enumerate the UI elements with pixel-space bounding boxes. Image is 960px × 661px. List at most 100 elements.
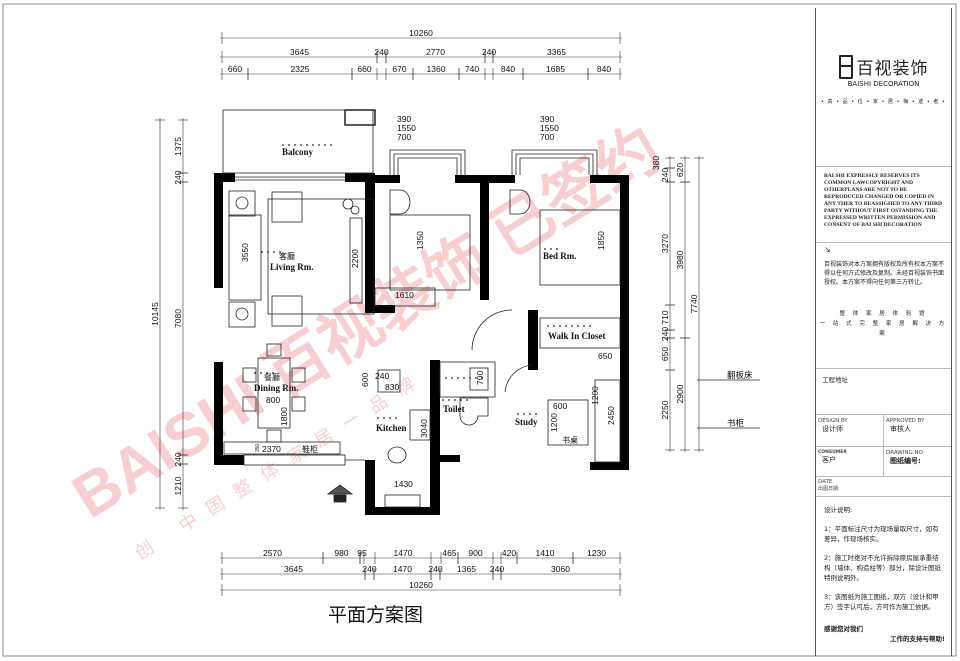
approved-by-value: 审核人 (890, 425, 911, 433)
room-marker-dot (383, 417, 385, 419)
dim-right-1-label: 3270 (660, 234, 670, 253)
room-label-living: Living Rm. (270, 262, 314, 272)
svg-text:1200: 1200 (590, 386, 600, 405)
room-marker-dot (547, 325, 549, 327)
design-by-label: DESIGN BY (818, 418, 848, 424)
room-label-balcony: Balcony (282, 147, 314, 157)
svg-text:600: 600 (360, 373, 370, 387)
approved-by-label: APPROVED BY (886, 418, 925, 424)
motto-1: 整 体 家 居 体 验 馆 (839, 311, 928, 317)
dim-bottom-row2-label: 3060 (551, 564, 570, 574)
dim-bottom-row2-label: 1365 (457, 564, 476, 574)
drawing-no-value: 图纸编号: (890, 457, 921, 465)
room-marker-dot (523, 413, 525, 415)
dim-bottom-row1-label: 2570 (263, 548, 282, 558)
dim-left-label: 1375 (173, 137, 183, 156)
dim-bottom-row2-label: 240 (490, 564, 504, 574)
brand-name-cn: 百视装饰 (856, 59, 929, 79)
dim-top-row2-label: 3645 (290, 47, 309, 57)
right-notes: 翻板床 书柜 (727, 370, 753, 428)
dim-top-row2-label: 240 (482, 47, 496, 57)
brand-section: 百视装饰 BAISHI DECORATION • 高 • 品 • 位 • 家 •… (816, 54, 951, 167)
svg-text:1550: 1550 (397, 123, 416, 133)
svg-text:1200: 1200 (549, 413, 559, 432)
brand-slogan: • 高 • 品 • 位 • 家 • 居 • 梅 • 迹 • 者 • (821, 99, 946, 105)
dim-bottom-row2-label: 240 (428, 564, 442, 574)
consumer-value: 客户 (822, 456, 836, 464)
thanks-line-1: 感谢您对我们 (824, 625, 863, 633)
svg-text:700: 700 (397, 132, 411, 142)
notes-title: 设计说明: (824, 506, 853, 514)
svg-text:2370: 2370 (262, 444, 281, 454)
room-label-bedroom: Bed Rm. (543, 251, 577, 261)
room-label-living-cn: 客廳 (279, 251, 295, 261)
dim-top-row3-label: 670 (392, 64, 406, 74)
dim-top-row3-label: 2325 (291, 64, 310, 74)
room-marker-dot (460, 399, 462, 401)
svg-text:1610: 1610 (395, 290, 414, 300)
dim-right-1-label: 380 (651, 156, 661, 170)
room-marker-dot (261, 251, 263, 253)
svg-text:830: 830 (385, 382, 399, 392)
room-marker-dot (306, 144, 308, 146)
dim-bottom-row1-label: 95 (357, 548, 367, 558)
note-bookcase: 书柜 (727, 418, 745, 428)
room-marker-dot (395, 417, 397, 419)
dim-bottom-row1-label: 980 (334, 548, 348, 558)
svg-text:800: 800 (266, 395, 280, 405)
svg-text:240: 240 (375, 371, 389, 381)
room-marker-dot (529, 413, 531, 415)
room-marker-dot (544, 248, 546, 250)
room-marker-dot (583, 325, 585, 327)
dim-right-1-label: 240 (660, 168, 670, 182)
svg-text:350: 350 (255, 443, 261, 452)
svg-text:700: 700 (475, 371, 485, 385)
svg-text:1430: 1430 (394, 479, 413, 489)
date-row: DATE 出图日期: (816, 477, 951, 497)
dim-right-1-label: 240 (660, 327, 670, 341)
svg-text:1550: 1550 (540, 123, 559, 133)
room-marker-dot (559, 325, 561, 327)
svg-text:390: 390 (540, 114, 554, 124)
room-marker-dot (466, 399, 468, 401)
motto-2: 一 站 式 完 整 家 居 解 决 方 案 (819, 321, 948, 337)
dim-bottom-row1-label: 1230 (587, 548, 606, 558)
dim-top-row3-label: 840 (597, 64, 611, 74)
room-marker-dot (254, 372, 256, 374)
copyright-cn: 百视装饰对本方案拥有版权及所有权本方案不得以任何方式修改及复制。未经百视装饰书面… (824, 261, 945, 286)
svg-text:1850: 1850 (596, 231, 606, 250)
room-label-walk-in-closet: Walk In Closet (548, 331, 606, 341)
drawing-no-label: DRAWING NO (886, 450, 923, 456)
room-marker-dot (267, 251, 269, 253)
dim-right-1-label: 2250 (660, 400, 670, 419)
room-marker-dot (288, 144, 290, 146)
title-block: 百视装饰 BAISHI DECORATION • 高 • 品 • 位 • 家 •… (815, 8, 952, 656)
room-marker-dot (330, 144, 332, 146)
room-marker-dot (571, 325, 573, 327)
room-marker-dot (445, 377, 447, 379)
svg-text:1350: 1350 (415, 231, 425, 250)
date-label: DATE (818, 479, 833, 485)
room-marker-dot (324, 144, 326, 146)
dim-top-total-label: 10260 (409, 28, 433, 38)
window-spec-bedroom2: 390 1550 700 (540, 114, 559, 142)
walls (214, 173, 629, 515)
dim-right-2-label: 2900 (675, 384, 685, 403)
svg-text:2450: 2450 (606, 406, 616, 425)
dim-left-total-label: 10145 (150, 302, 160, 326)
room-marker-dot (535, 413, 537, 415)
dim-top-row3-label: 660 (357, 64, 371, 74)
room-marker-dot (300, 144, 302, 146)
room-label-dining-cn: 餐廳 (264, 372, 280, 382)
dim-left-label: 240 (173, 170, 183, 184)
dim-top-row2-label: 3365 (547, 47, 566, 57)
room-marker-dot (451, 377, 453, 379)
copyright-en: BAI SHI EXPRESSLY RESERVES ITS COMMON LA… (816, 167, 951, 243)
room-marker-dot (294, 144, 296, 146)
brand-name-en: BAISHI DECORATION (847, 80, 920, 88)
dim-top-row3-label: 840 (501, 64, 515, 74)
room-marker-dot (553, 325, 555, 327)
plan-lines (222, 109, 760, 508)
